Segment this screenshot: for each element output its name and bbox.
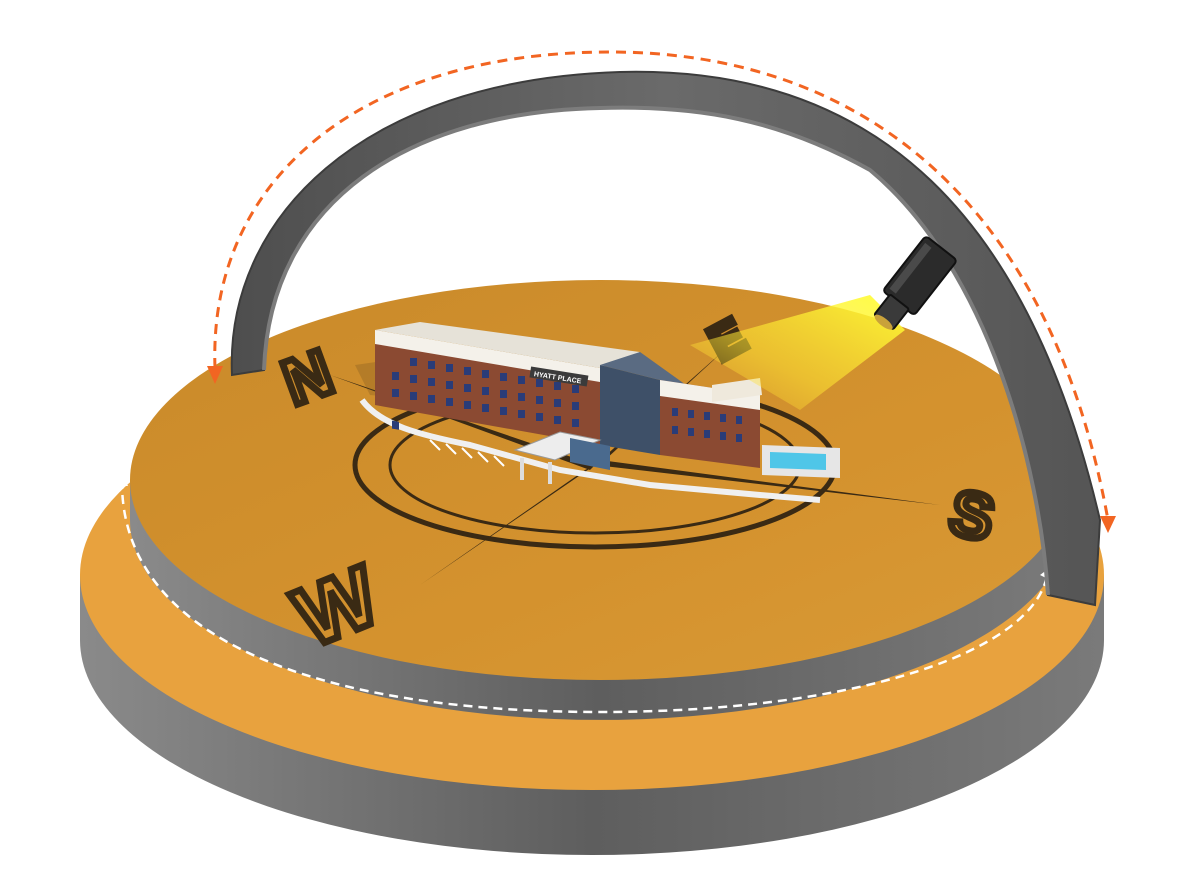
glass-tower xyxy=(600,365,660,455)
main-wing-windows xyxy=(392,358,579,430)
arc-track-inner-edge xyxy=(262,105,1050,596)
east-wing-upper xyxy=(660,380,760,410)
dashed-rotation-arrow-icon xyxy=(120,479,1050,714)
arc-arrowhead-right xyxy=(1100,516,1116,533)
rotation-arrowhead-left xyxy=(116,474,128,486)
building-sign-band xyxy=(529,366,589,387)
arc-track[interactable] xyxy=(230,70,1102,607)
pool-area xyxy=(762,445,840,478)
turntable-top[interactable] xyxy=(130,280,1070,680)
arc-arrowhead-left xyxy=(207,366,223,384)
compass-needle-sw xyxy=(420,465,595,585)
site-path xyxy=(359,398,821,503)
east-wing-windows xyxy=(672,408,742,442)
main-wing-roof xyxy=(375,322,640,368)
entrance-canopy xyxy=(513,431,602,461)
canopy-column-right xyxy=(548,462,552,484)
east-wing-end xyxy=(712,378,762,402)
lobby-glass xyxy=(570,438,610,470)
parking-stripes xyxy=(429,439,505,467)
camera-lens-glass xyxy=(874,314,893,330)
light-beam xyxy=(690,295,905,410)
hotel-building: HYATT PLACE xyxy=(359,322,821,503)
pool-water xyxy=(770,452,826,470)
compass-needle-se xyxy=(595,460,940,505)
turntable[interactable] xyxy=(130,280,1070,720)
canopy-column-left xyxy=(520,458,524,480)
camera-icon[interactable] xyxy=(865,236,957,338)
camera-body-highlight xyxy=(889,242,932,294)
dashed-arc-arrow-icon xyxy=(213,50,1110,521)
